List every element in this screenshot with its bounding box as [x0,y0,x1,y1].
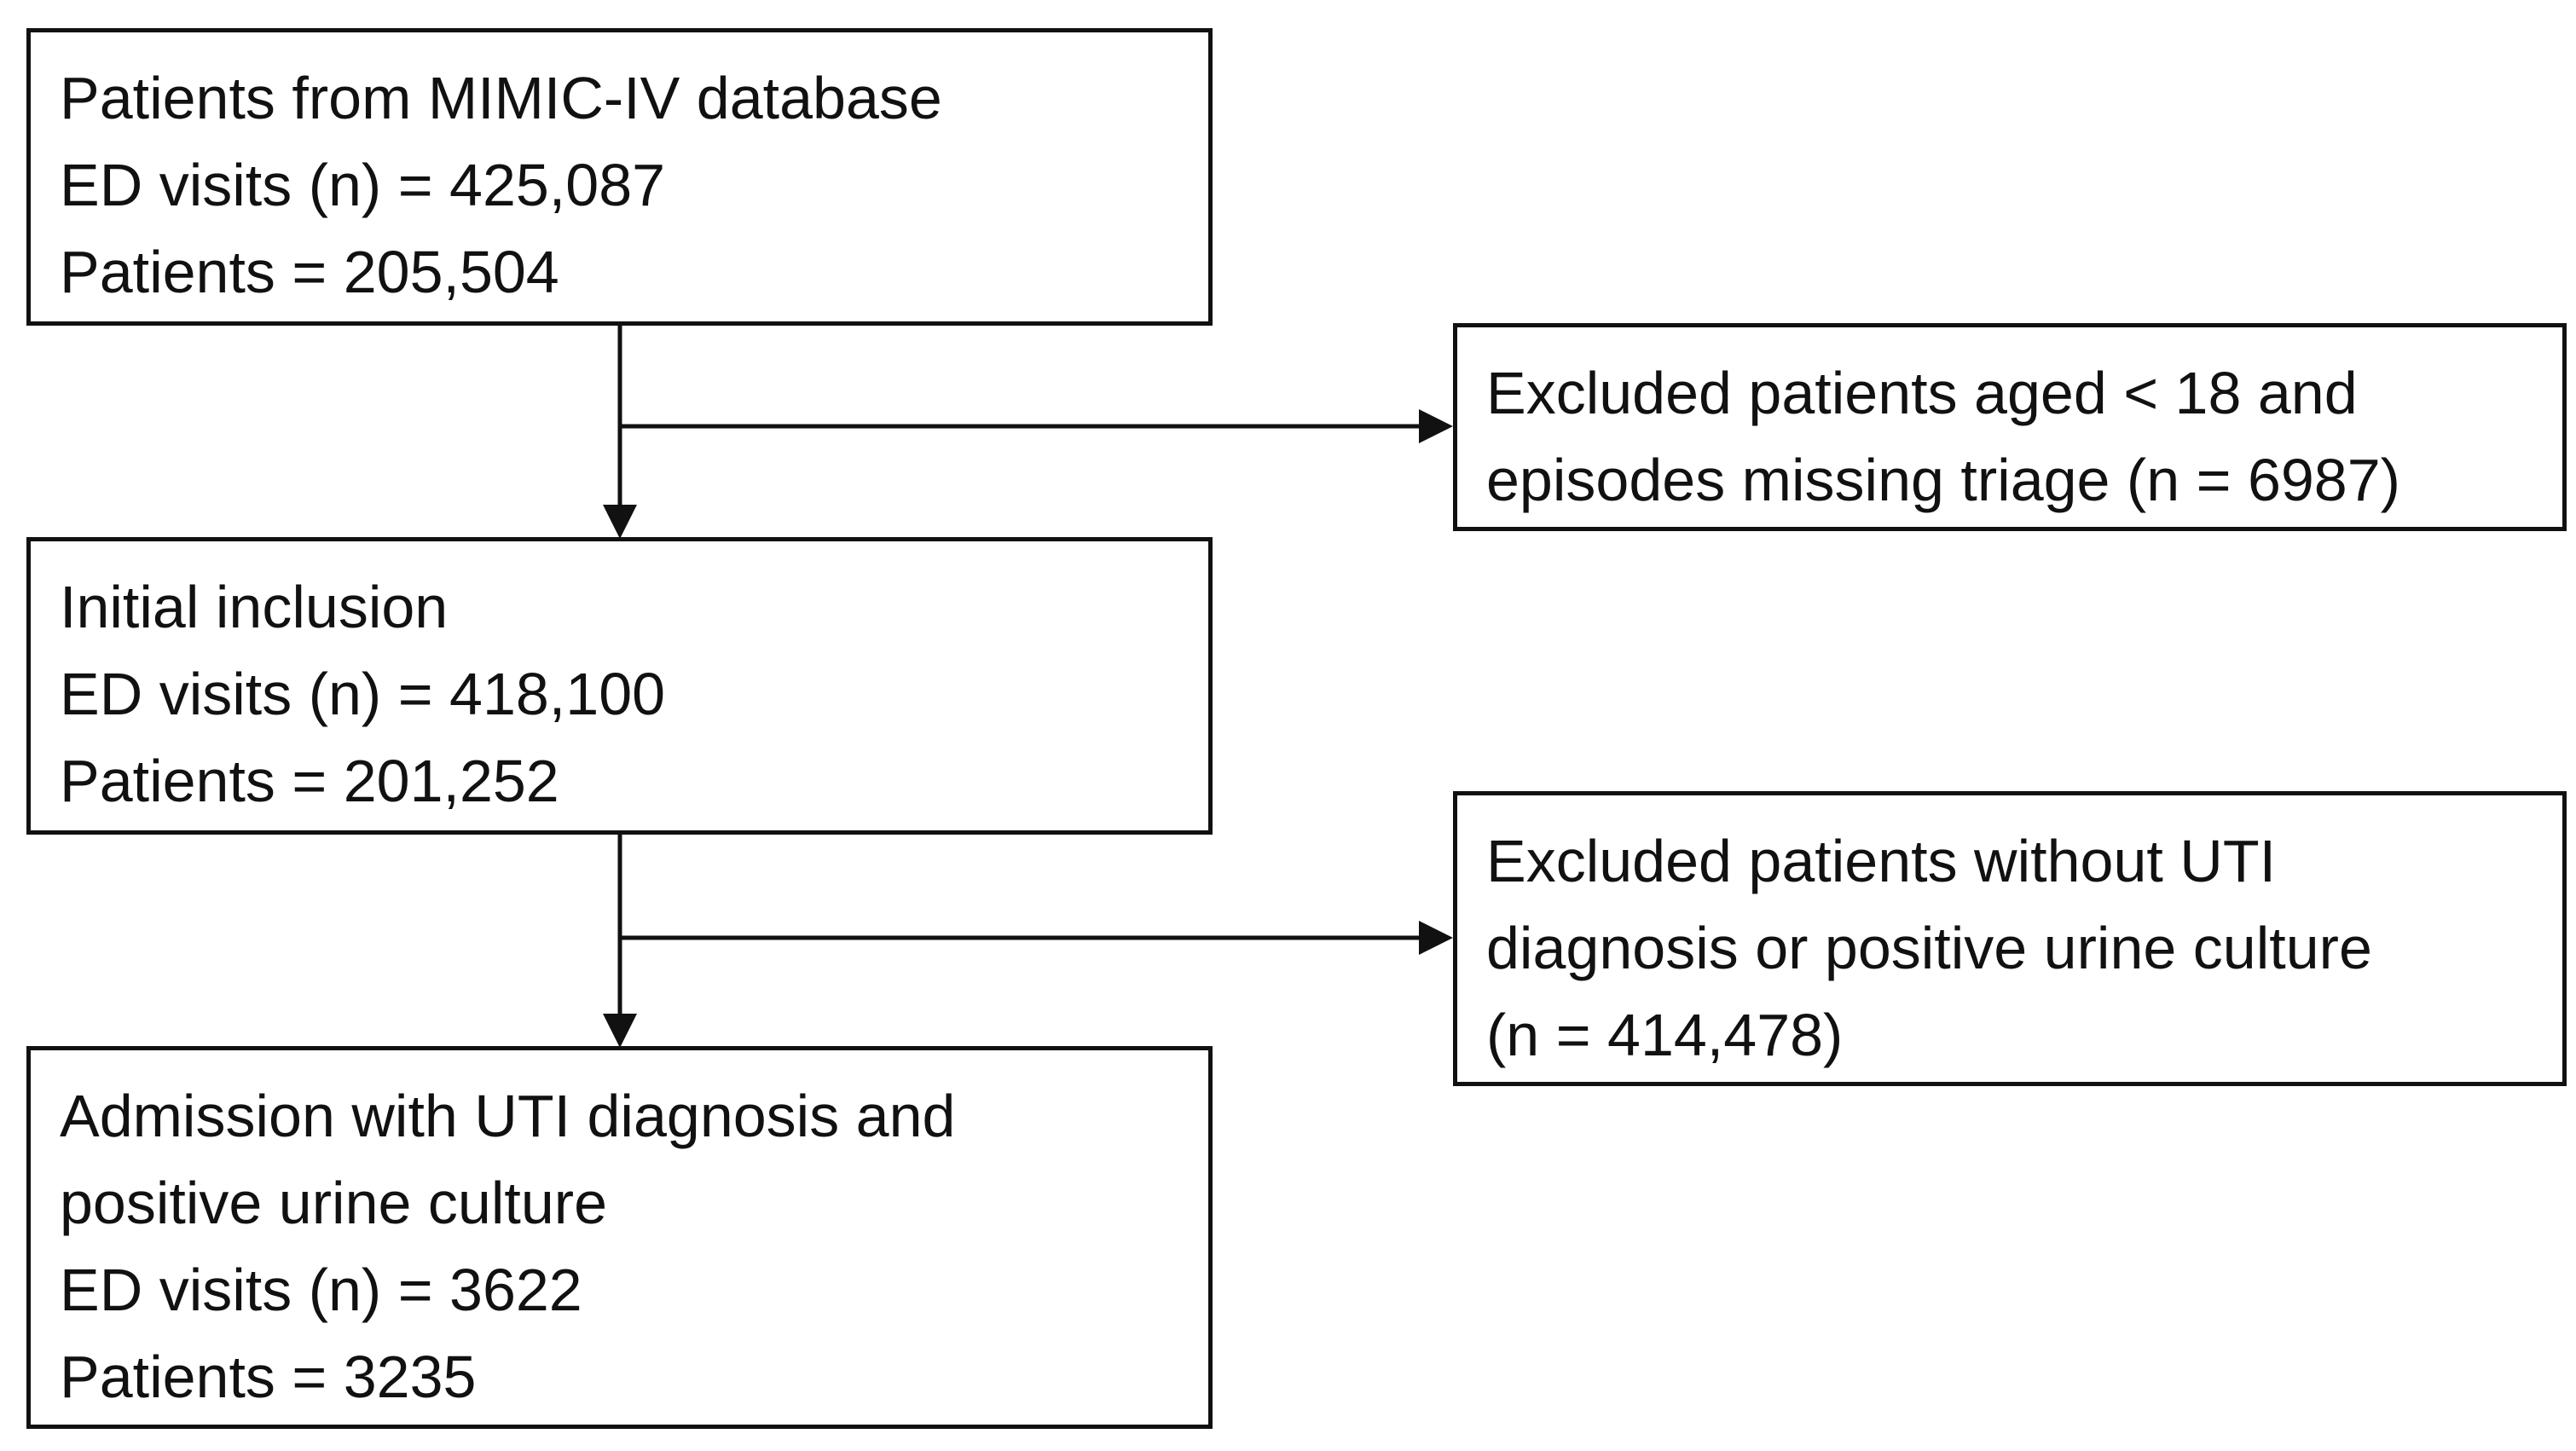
final-title-line-1: Admission with UTI diagnosis and [60,1083,956,1149]
exclusion-2-line-2: diagnosis or positive urine culture [1486,915,2372,981]
final-ed-visits: ED visits (n) = 3622 [60,1257,582,1323]
final-title-line-2: positive urine culture [60,1170,607,1236]
source-patients: Patients = 205,504 [60,239,559,305]
initial-inclusion-box: Initial inclusion ED visits (n) = 418,10… [26,537,1213,835]
exclusion-box-age-triage: Excluded patients aged < 18 and episodes… [1453,323,2567,531]
exclusion-box-uti-culture: Excluded patients without UTI diagnosis … [1453,791,2567,1086]
initial-patients: Patients = 201,252 [60,748,559,814]
source-population-box: Patients from MIMIC-IV database ED visit… [26,28,1213,326]
initial-ed-visits: ED visits (n) = 418,100 [60,661,666,727]
source-title: Patients from MIMIC-IV database [60,65,942,131]
exclusion-1-line-1: Excluded patients aged < 18 and [1486,360,2358,426]
exclusion-2-line-1: Excluded patients without UTI [1486,828,2277,894]
final-cohort-box: Admission with UTI diagnosis and positiv… [26,1046,1213,1429]
exclusion-1-line-2: episodes missing triage (n = 6987) [1486,447,2400,513]
initial-title: Initial inclusion [60,574,449,640]
final-patients: Patients = 3235 [60,1344,477,1410]
exclusion-2-line-3: (n = 414,478) [1486,1002,1844,1068]
source-ed-visits: ED visits (n) = 425,087 [60,152,666,218]
